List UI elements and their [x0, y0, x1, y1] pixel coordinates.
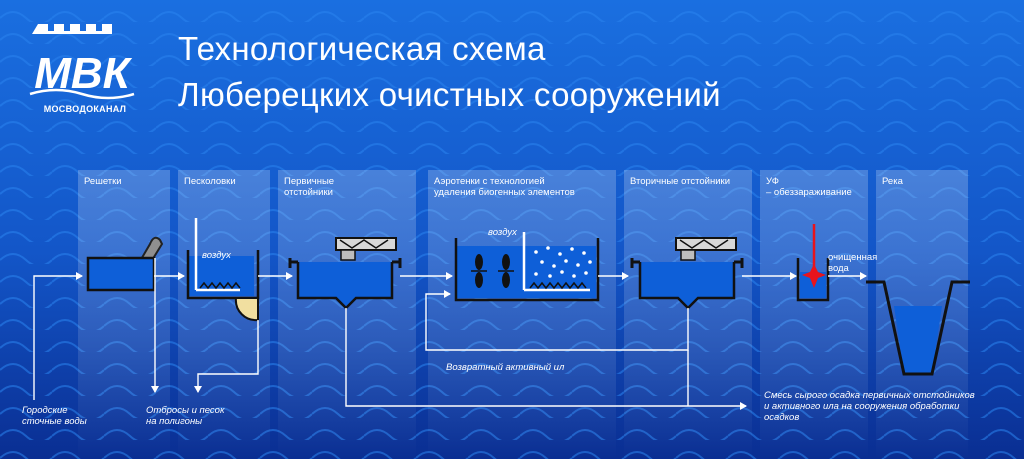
logo-subtitle: МОСВОДОКАНАЛ	[43, 104, 127, 114]
aeration-tank-unit	[454, 232, 600, 302]
page-title-line-2: Люберецких очистных сооружений	[178, 76, 721, 113]
air-bubbles	[534, 246, 592, 278]
air-label-sand: воздух	[202, 250, 231, 261]
primary-clarifier-unit	[288, 237, 402, 310]
page-title-line-1: Технологическая схема	[178, 30, 546, 67]
stage-label-secondary: Вторичные отстойники	[630, 176, 731, 187]
stage-label-uv: УФ– обеззараживание	[766, 176, 852, 198]
flow-lines	[33, 258, 867, 410]
uv-unit	[796, 224, 830, 302]
river-basin	[866, 280, 970, 376]
mvk-logo-icon: МВК	[29, 24, 135, 100]
uv-lamp-icon	[802, 264, 826, 288]
sludge-mix-label: Смесь сырого осадка первичных отстойнико…	[764, 390, 975, 423]
column-primary	[278, 170, 416, 459]
stage-label-river: Река	[882, 176, 903, 187]
return-sludge-label: Возвратный активный ил	[446, 362, 565, 373]
air-label-aeration: воздух	[488, 227, 517, 238]
screens-unit	[86, 236, 164, 292]
stage-label-sand-traps: Песколовки	[184, 176, 236, 187]
column-aeration	[428, 170, 616, 459]
column-uv	[760, 170, 868, 459]
stage-label-screens: Решетки	[84, 176, 122, 187]
